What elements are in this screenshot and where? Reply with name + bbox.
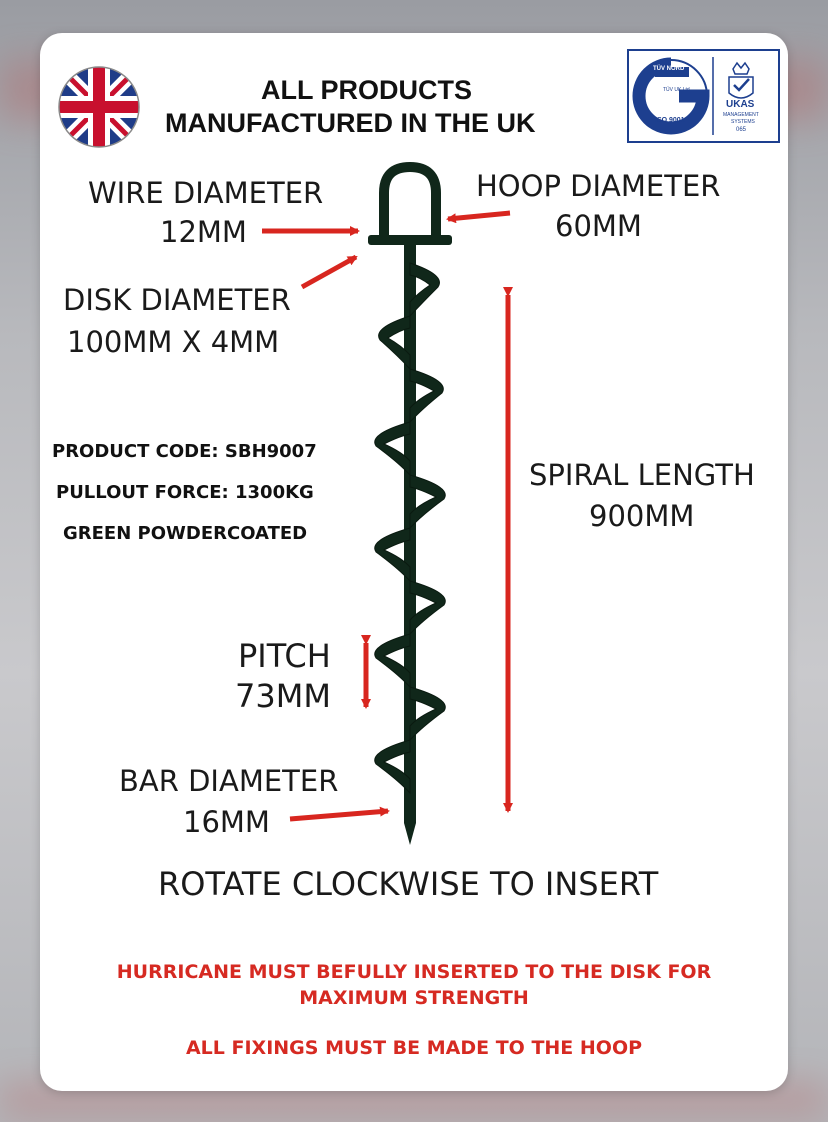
bar-diameter-value: 16MM: [183, 805, 270, 839]
ukas-sub-label-1: MANAGEMENT: [723, 112, 759, 118]
warning-line-2: MAXIMUM STRENGTH: [299, 987, 529, 1009]
tuv-small-label: TÜV UK Ltd: [663, 87, 690, 93]
certification-badge: TÜV NORD TÜV UK Ltd ISO 9001 UKAS MANAGE…: [627, 49, 780, 143]
spec-pullout-force: PULLOUT FORCE: 1300KG: [56, 482, 314, 503]
tuv-iso9001-logo: [632, 57, 754, 135]
spiral-flight: [409, 474, 446, 530]
ukas-sub-label-2: SYSTEMS: [731, 119, 755, 125]
iso-label: ISO 9001: [655, 117, 685, 124]
pitch-value: 73MM: [235, 677, 331, 715]
spiral-flight: [409, 368, 444, 424]
spiral-flight: [409, 686, 446, 742]
spiral-length-value: 900MM: [589, 499, 695, 533]
spiral-flight: [374, 739, 411, 795]
spiral-length-label: SPIRAL LENGTH: [529, 458, 755, 492]
warning-line-1: HURRICANE MUST BEFULLY INSERTED TO THE D…: [116, 961, 712, 983]
tuv-label: TÜV NORD: [653, 66, 685, 72]
header-line-1: ALL PRODUCTS: [261, 75, 473, 105]
pitch-label: PITCH: [238, 637, 331, 675]
bar-diameter-label: BAR DIAMETER: [119, 764, 339, 798]
ukas-crown-logo: [732, 61, 750, 75]
product-info-card: ALL PRODUCTS MANUFACTURED IN THE UK TÜV …: [40, 33, 788, 1091]
spec-finish: GREEN POWDERCOATED: [63, 523, 308, 544]
screw-anchor-product-image: [368, 161, 452, 845]
insert-instruction: ROTATE CLOCKWISE TO INSERT: [158, 865, 659, 903]
wire-diameter-label: WIRE DIAMETER: [88, 176, 324, 210]
spiral-flight: [374, 633, 411, 689]
header-line-2: MANUFACTURED IN THE UK: [165, 108, 536, 138]
disk-diameter-value: 100MM X 4MM: [67, 325, 280, 359]
spiral-flight: [378, 315, 411, 371]
spec-product-code: PRODUCT CODE: SBH9007: [52, 441, 317, 462]
ukas-label: UKAS: [726, 99, 755, 110]
wire-diameter-value: 12MM: [160, 215, 247, 249]
product-diagram: [58, 66, 513, 845]
spiral-flight: [374, 421, 411, 477]
hoop-diameter-value: 60MM: [555, 209, 642, 243]
spiral-flight: [374, 527, 411, 583]
disk-diameter-label: DISK DIAMETER: [63, 283, 291, 317]
spiral-flight: [409, 262, 440, 318]
annotation-arrows: [262, 210, 513, 822]
ukas-code-label: 065: [736, 127, 747, 133]
warning-line-3: ALL FIXINGS MUST BE MADE TO THE HOOP: [185, 1037, 643, 1059]
spiral-flight: [409, 580, 446, 636]
uk-flag-icon: [59, 67, 139, 147]
hoop-diameter-label: HOOP DIAMETER: [476, 169, 721, 203]
